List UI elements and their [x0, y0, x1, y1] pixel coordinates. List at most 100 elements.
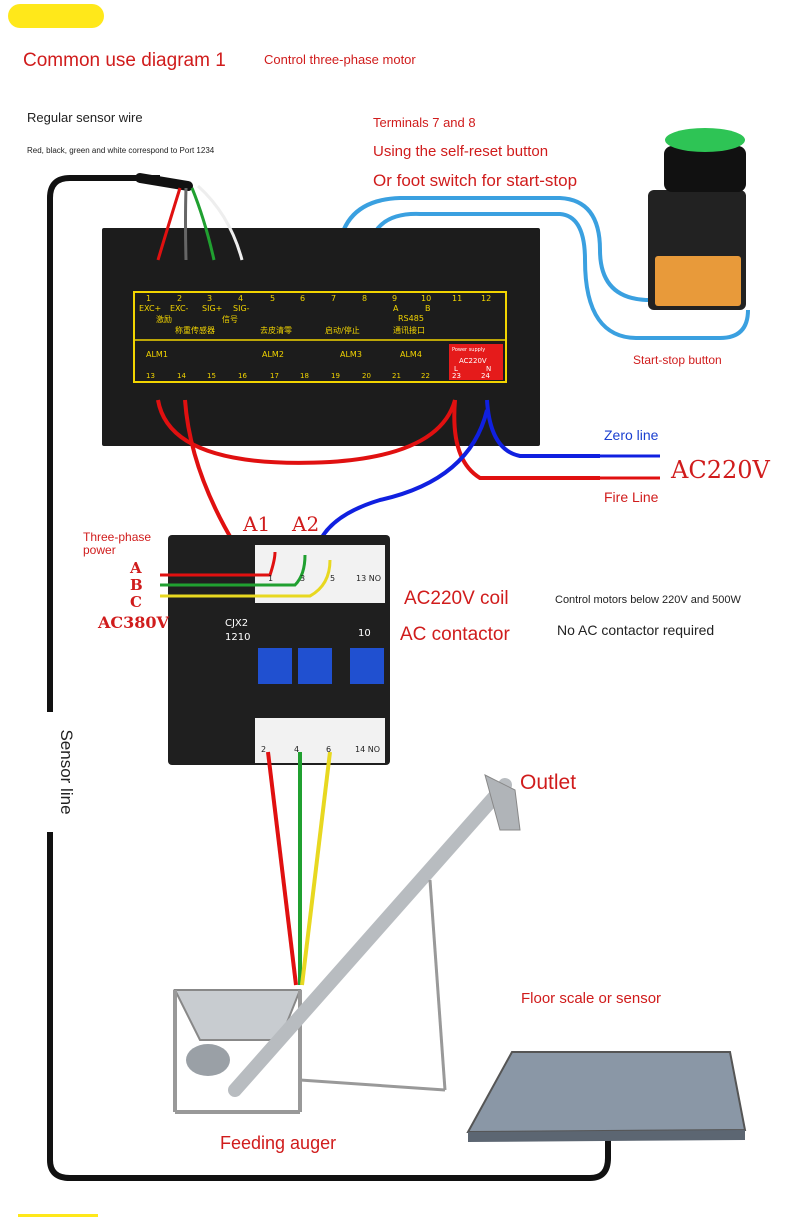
power-ac-label: AC220V [459, 357, 487, 365]
contactor-rating: 1210 [225, 632, 251, 643]
sensor-wire-red [156, 187, 182, 261]
auger-tube [228, 778, 512, 1097]
footer-accent [18, 1214, 98, 1217]
sensor-cable-end [135, 173, 193, 191]
contactor-term-4: 4 [294, 745, 300, 754]
motor-wire-red [266, 751, 298, 986]
label-a: A [393, 304, 399, 313]
term-18: 18 [300, 372, 309, 380]
label-sig-plus: SIG+ [202, 304, 223, 313]
contactor-term-13: 13 NO [356, 574, 382, 583]
page-title: Common use diagram 1 [23, 50, 226, 71]
phase-a-wire [160, 551, 277, 577]
contactor-label: AC contactor [400, 624, 510, 645]
label-tare-cn: 去皮清零 [260, 326, 292, 335]
term-16: 16 [238, 372, 247, 380]
alarm-4: ALM4 [400, 350, 422, 359]
term-14: 14 [177, 372, 186, 380]
a2-label: A2 [292, 512, 320, 536]
term-2: 2 [177, 294, 183, 303]
ac220v-label: AC220V [671, 456, 770, 484]
contactor-model: CJX2 [225, 618, 249, 629]
ac380v-label: AC380V [98, 613, 169, 632]
controller-frame [133, 291, 507, 383]
alarm-loop-wire [156, 399, 457, 465]
controller-body [102, 228, 540, 446]
power-n: N [486, 365, 492, 373]
feeding-auger-label: Feeding auger [220, 1133, 337, 1153]
term-8: 8 [362, 294, 368, 303]
fire-line-wire [452, 399, 600, 480]
contactor-term-3: 3 [300, 574, 306, 583]
sensor-line-wire [47, 175, 611, 1181]
contactor-term-5: 5 [330, 574, 336, 583]
term-6: 6 [300, 294, 306, 303]
term-9: 9 [392, 294, 398, 303]
sensor-wire-note: Red, black, green and white correspond t… [27, 146, 215, 155]
label-sig-minus: SIG- [233, 304, 250, 313]
header-badge [8, 4, 104, 28]
sensor-wire-green [190, 187, 216, 261]
label-exc-minus: EXC- [170, 304, 189, 313]
term-19: 19 [331, 372, 340, 380]
phase-b-wire [160, 554, 307, 587]
start-stop-wire-2 [366, 211, 750, 341]
alarm-1: ALM1 [146, 350, 168, 359]
term-13: 13 [146, 372, 155, 380]
sensor-wire-black [184, 187, 188, 261]
sensor-wire-heading: Regular sensor wire [27, 110, 143, 125]
terminals-note-3: Or foot switch for start-stop [373, 171, 578, 190]
coil-a1-wire [183, 399, 237, 547]
page-subtitle: Control three-phase motor [264, 52, 416, 67]
power-l: L [454, 365, 458, 373]
label-rs485: RS485 [398, 314, 424, 323]
term-4: 4 [238, 294, 244, 303]
green-button-cap [665, 128, 745, 152]
sensor-line-label: Sensor line [57, 729, 76, 815]
term-22: 22 [421, 372, 430, 380]
alarm-3: ALM3 [340, 350, 362, 359]
terminals-note-2: Using the self-reset button [373, 143, 549, 160]
motor-wire-yellow [300, 751, 332, 986]
phase-c-label: C [130, 593, 142, 611]
start-stop-label: Start-stop button [633, 353, 722, 367]
label-signal-cn: 信号 [222, 315, 238, 324]
term-17: 17 [270, 372, 279, 380]
term-24: 24 [481, 372, 490, 380]
contactor-term-2: 2 [261, 745, 267, 754]
phase-a-label: A [130, 559, 142, 577]
contactor-10: 10 [358, 628, 371, 639]
contactor-term-1: 1 [268, 574, 274, 583]
term-20: 20 [362, 372, 371, 380]
power-supply-box [449, 344, 503, 380]
term-12: 12 [481, 294, 492, 303]
term-11: 11 [452, 294, 463, 303]
floor-scale [466, 1051, 747, 1134]
term-21: 21 [392, 372, 401, 380]
motor-note: Control motors below 220V and 500W [555, 594, 741, 606]
sensor-wire-white [196, 184, 244, 261]
no-contactor-note: No AC contactor required [557, 622, 715, 638]
term-5: 5 [270, 294, 276, 303]
label-exc-plus: EXC+ [139, 304, 162, 313]
power-supply-label: Power supply [452, 347, 486, 353]
term-10: 10 [421, 294, 432, 303]
phase-c-wire [160, 559, 332, 598]
term-1: 1 [146, 294, 152, 303]
outlet-label: Outlet [520, 771, 577, 794]
start-stop-wire-1 [336, 196, 651, 302]
label-comm-cn: 通讯接口 [393, 326, 425, 335]
a1-label: A1 [243, 512, 271, 536]
three-phase-label-2: power [83, 543, 116, 557]
contactor-term-6: 6 [326, 745, 332, 754]
sensor-line-label-bg [46, 712, 82, 832]
coil-label: AC220V coil [404, 588, 509, 609]
three-phase-label-1: Three-phase [83, 530, 152, 544]
fire-line-label: Fire Line [604, 489, 659, 505]
label-startstop-cn: 启动/停止 [325, 326, 360, 335]
term-3: 3 [207, 294, 213, 303]
terminals-note-1: Terminals 7 and 8 [373, 115, 476, 130]
contactor-term-14: 14 NO [355, 745, 381, 754]
term-23: 23 [452, 372, 461, 380]
